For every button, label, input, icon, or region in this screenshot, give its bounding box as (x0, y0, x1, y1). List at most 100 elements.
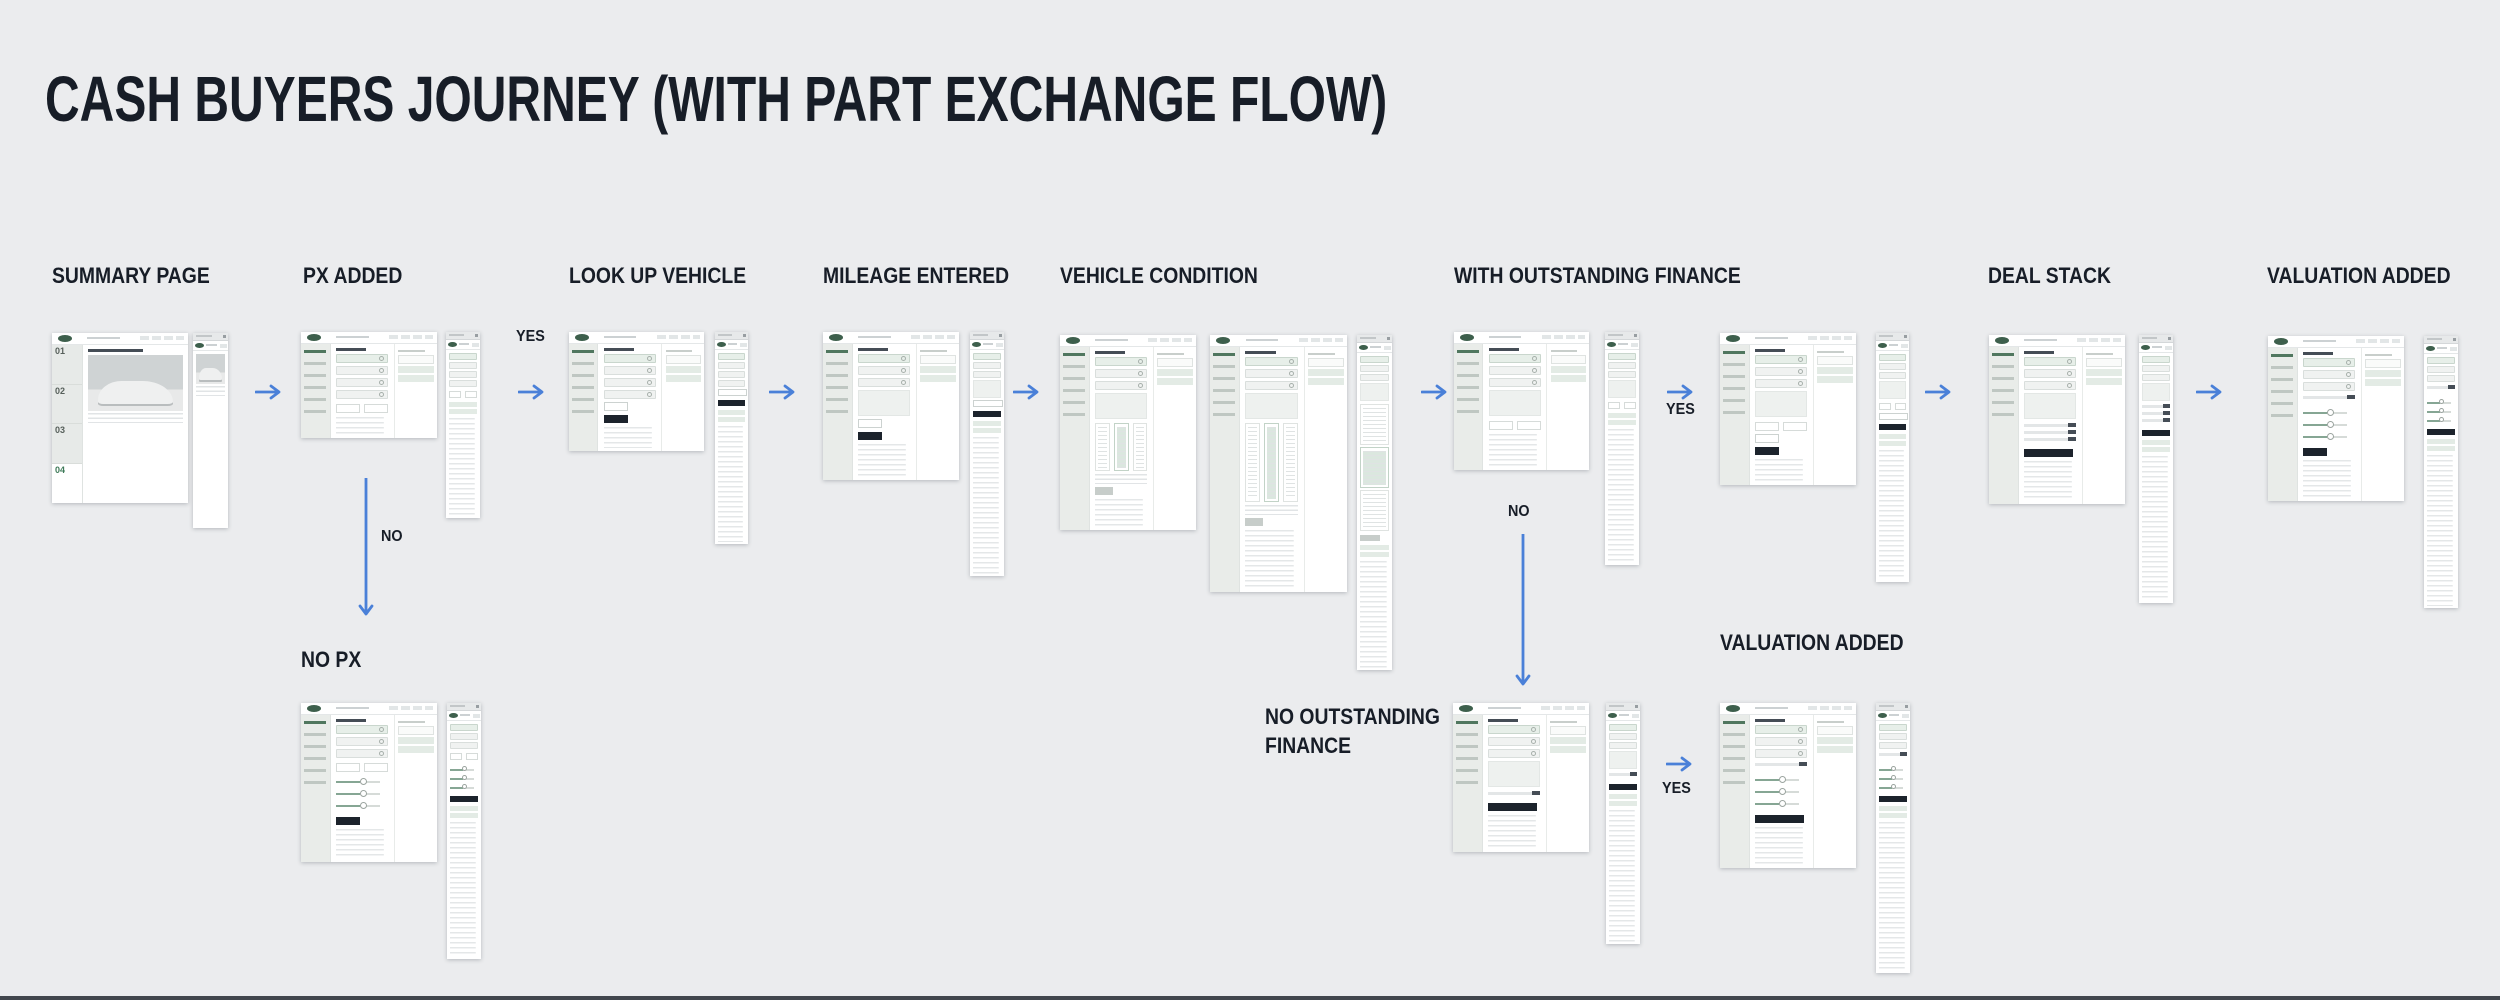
page-body (1453, 715, 1589, 852)
wireframe-paragraph-block (1245, 530, 1299, 589)
page-content (331, 715, 394, 862)
sidebar-nav-item (1723, 363, 1746, 366)
wireframe-slider-row (449, 784, 479, 790)
wireframe-paragraph-block (2426, 455, 2456, 606)
site-header (823, 332, 959, 344)
wireframe-slider-row (1754, 800, 1807, 808)
wireframe-no-button (466, 753, 479, 760)
thumb-vehicle-condition-desktop[interactable] (1060, 335, 1196, 530)
sidebar-nav (1720, 715, 1750, 868)
thumb-no-outstanding-finance-mobile[interactable] (1606, 703, 1640, 944)
thumb-valuation-added-mobile[interactable] (2424, 336, 2458, 608)
wireframe-slider-row (449, 766, 479, 772)
wireframe-option-row (335, 390, 389, 399)
page-content (1483, 715, 1546, 852)
sidebar-nav-item (1992, 401, 2015, 404)
wireframe-primary-button (2426, 429, 2456, 435)
wireframe-option-row (1754, 355, 1808, 364)
page-content (970, 350, 1004, 576)
wireframe-input-field (857, 419, 882, 428)
wireframe-option-row (2302, 358, 2356, 367)
wireframe-link-rows (717, 410, 746, 422)
wireframe-paragraph-block (1754, 459, 1808, 482)
wireframe-finance-sliders (2426, 399, 2456, 426)
thumb-valuation-added-px-desktop[interactable] (1720, 703, 1856, 868)
sidebar-nav (1454, 344, 1484, 470)
wireframe-slider-row (335, 790, 388, 798)
wireframe-heading (2023, 351, 2055, 354)
rail-green-row (398, 737, 434, 744)
sidebar-nav-item (572, 398, 594, 401)
thumb-look-up-vehicle-mobile[interactable] (715, 332, 748, 544)
thumb-vehicle-condition-mobile-2[interactable] (1357, 335, 1392, 670)
thumb-no-outstanding-finance-desktop[interactable] (1453, 703, 1589, 852)
rail-green-row (1157, 369, 1193, 376)
thumb-deal-stack-desktop[interactable] (1989, 335, 2125, 504)
thumb-no-px-desktop[interactable] (301, 703, 437, 862)
thumb-mileage-entered-desktop[interactable] (823, 332, 959, 480)
sidebar-nav (2268, 348, 2298, 501)
browser-chrome-bar (447, 703, 481, 711)
wireframe-primary-button (335, 817, 361, 825)
sidebar-nav-item (1723, 375, 1746, 378)
sidebar-nav-item (1457, 410, 1479, 413)
wireframe-yes-button (335, 404, 361, 413)
sidebar-nav-item (826, 410, 849, 413)
sidebar-nav-item (304, 781, 327, 784)
wireframe-vehicle-summary-panel (972, 380, 1002, 398)
thumb-look-up-vehicle-desktop[interactable] (569, 332, 704, 451)
wireframe-option-row (1754, 737, 1808, 746)
wireframe-price-row (2141, 418, 2171, 422)
wireframe-option-list (603, 390, 656, 402)
wireframe-option-list (2141, 356, 2171, 383)
wireframe-paragraph-block (1094, 499, 1148, 527)
sidebar-nav-item (1063, 413, 1086, 416)
thumb-with-outstanding-finance-desktop[interactable] (1454, 332, 1589, 470)
sidebar-nav-item (304, 374, 327, 377)
thumb-with-outstanding-finance-mobile[interactable] (1605, 332, 1639, 565)
sidebar-nav-item (2271, 354, 2294, 357)
stage-label-deal-stack: DEAL STACK (1988, 263, 2111, 288)
summary-rail (1545, 715, 1589, 852)
sidebar-nav-item (1992, 365, 2015, 368)
wireframe-link-rows (2426, 439, 2456, 451)
summary-rail (1303, 347, 1347, 592)
thumb-settlement-figure-desktop[interactable] (1720, 333, 1856, 485)
wireframe-option-row (448, 353, 478, 360)
sidebar-nav-item (304, 350, 327, 353)
thumb-valuation-added-desktop[interactable] (2268, 336, 2404, 501)
wireframe-link-row (972, 421, 1002, 426)
sidebar-nav-item (1063, 401, 1086, 404)
thumb-summary-page-mobile[interactable] (193, 333, 228, 528)
sidebar-nav (823, 344, 853, 480)
thumb-settlement-figure-mobile[interactable] (1876, 333, 1909, 582)
wireframe-option-row (335, 749, 389, 758)
thumb-px-added-desktop[interactable] (301, 332, 437, 438)
thumb-valuation-added-px-mobile[interactable] (1876, 703, 1910, 973)
thumb-px-added-mobile[interactable] (446, 332, 480, 518)
sidebar-nav-item (826, 350, 849, 353)
sidebar-nav-item (1457, 398, 1479, 401)
thumb-vehicle-condition-desktop[interactable] (1210, 335, 1347, 592)
thumb-mileage-entered-mobile[interactable] (970, 332, 1004, 576)
rail-title (1817, 351, 1844, 353)
wireframe-link-row (2141, 447, 2171, 452)
brand-logo-icon (1607, 342, 1617, 347)
sidebar-nav-item (1992, 353, 2015, 356)
thumb-no-px-mobile[interactable] (447, 703, 481, 959)
rail-box (1817, 356, 1853, 365)
rail-green-row (1817, 746, 1853, 753)
wireframe-primary-button (449, 796, 479, 802)
site-header (715, 340, 748, 350)
sidebar-nav-item (1723, 757, 1746, 760)
wireframe-primary-button (2302, 448, 2328, 456)
wireframe-option-row (717, 362, 746, 369)
wireframe-option-row (1245, 357, 1299, 366)
wireframe-condition-card (1113, 423, 1129, 471)
thumb-deal-stack-mobile[interactable] (2139, 335, 2173, 603)
wireframe-text-lines (1094, 474, 1148, 484)
brand-logo-icon (972, 342, 982, 347)
wireframe-text-lines (195, 386, 226, 396)
